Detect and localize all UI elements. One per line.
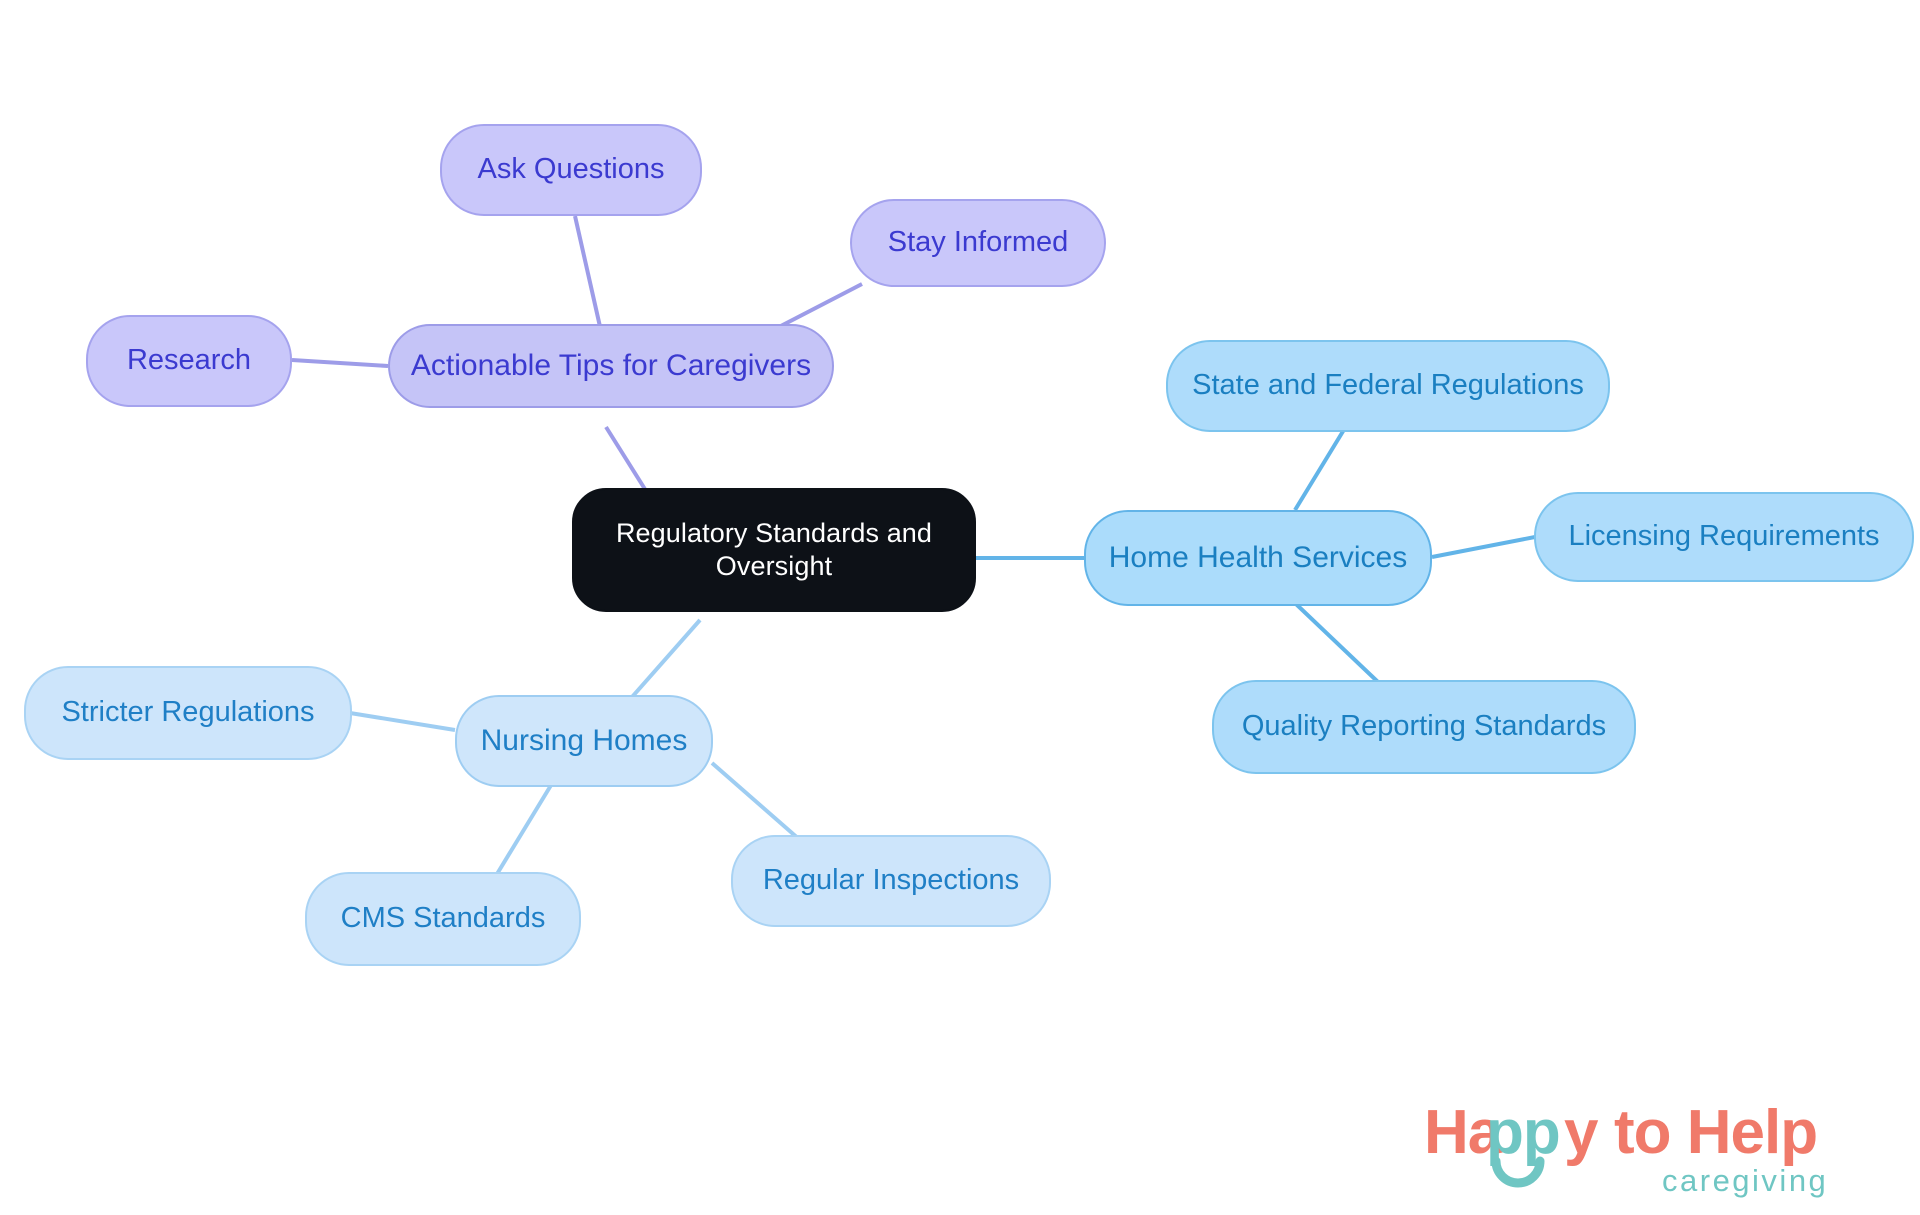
edge-nursing-homes-to-cms-standards (495, 775, 558, 876)
node-stay-informed[interactable]: Stay Informed (850, 199, 1106, 287)
node-cms-standards[interactable]: CMS Standards (305, 872, 581, 966)
edge-hhs-to-quality-reporting-standards (1294, 602, 1380, 684)
edge-actionable-tips-to-ask-questions (573, 215, 603, 332)
node-stricter-regulations-label: Stricter Regulations (61, 696, 315, 729)
edge-hhs-to-state-federal-regulations (1293, 426, 1347, 512)
logo-happy-text: Ha (1424, 1098, 1503, 1167)
node-regular-inspections-label: Regular Inspections (762, 864, 1020, 897)
happy-to-help-logo: Ha pp y to Help caregiving (1424, 1098, 1828, 1198)
logo-tagline: caregiving (1662, 1163, 1828, 1198)
node-research-label: Research (126, 344, 252, 377)
node-home-health-services-label: Home Health Services (1108, 541, 1408, 575)
logo-to-help-text: to Help (1614, 1098, 1817, 1167)
node-stay-informed-label: Stay Informed (887, 226, 1069, 259)
edge-actionable-tips-to-research (291, 358, 389, 368)
node-actionable-tips[interactable]: Actionable Tips for Caregivers (388, 324, 834, 408)
edge-hhs-to-licensing-requirements (1431, 535, 1536, 559)
node-licensing-requirements-label: Licensing Requirements (1568, 520, 1880, 553)
node-cms-standards-label: CMS Standards (340, 902, 546, 935)
node-regular-inspections[interactable]: Regular Inspections (731, 835, 1051, 927)
node-nursing-homes-label: Nursing Homes (480, 724, 688, 758)
logo-smile-icon (1491, 1156, 1545, 1188)
edge-nursing-homes-to-regular-inspections (710, 761, 802, 842)
node-licensing-requirements[interactable]: Licensing Requirements (1534, 492, 1914, 582)
node-quality-reporting-standards[interactable]: Quality Reporting Standards (1212, 680, 1636, 774)
node-stricter-regulations[interactable]: Stricter Regulations (24, 666, 352, 760)
edge-nursing-homes-to-stricter-regulations (349, 711, 456, 732)
logo-happy-y: y (1564, 1098, 1599, 1167)
logo-smile-letters: pp (1486, 1098, 1560, 1167)
node-actionable-tips-label: Actionable Tips for Caregivers (410, 349, 812, 383)
node-root[interactable]: Regulatory Standards and Oversight (572, 488, 976, 612)
node-root-label: Regulatory Standards and Oversight (615, 517, 933, 581)
node-research[interactable]: Research (86, 315, 292, 407)
edge-root-to-actionable-tips (604, 425, 650, 496)
node-nursing-homes[interactable]: Nursing Homes (455, 695, 713, 787)
node-ask-questions-label: Ask Questions (477, 153, 665, 186)
node-ask-questions[interactable]: Ask Questions (440, 124, 702, 216)
node-quality-reporting-standards-label: Quality Reporting Standards (1241, 710, 1607, 743)
node-state-federal-regulations[interactable]: State and Federal Regulations (1166, 340, 1610, 432)
node-home-health-services[interactable]: Home Health Services (1084, 510, 1432, 606)
node-state-federal-regulations-label: State and Federal Regulations (1192, 369, 1584, 402)
